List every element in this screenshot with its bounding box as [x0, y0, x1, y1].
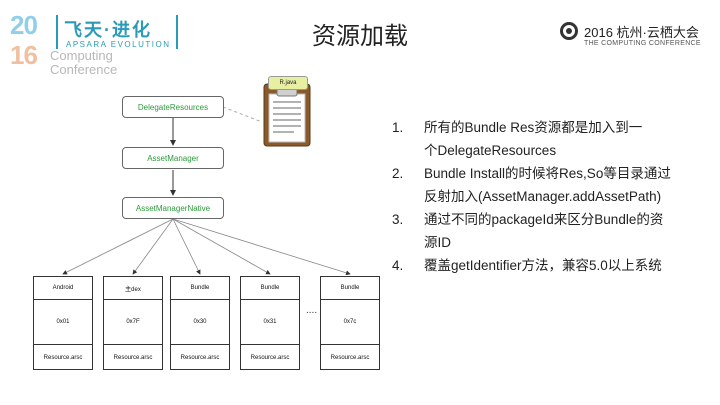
node-asset-manager-native: AssetManagerNative: [122, 197, 224, 219]
conference-mark-icon: [560, 22, 578, 40]
column-package-id: 0x31: [241, 300, 299, 345]
node-delegate-resources: DelegateResources: [122, 96, 224, 118]
arrow-native-to-bundle-31: [172, 218, 271, 275]
logo-year-bottom: 16: [10, 40, 38, 70]
conference-subtitle: THE COMPUTING CONFERENCE: [584, 40, 701, 47]
column-header: Bundle: [321, 277, 379, 300]
resource-column-android: Android 0x01 Resource.arsc: [33, 276, 93, 370]
list-line: 通过不同的packageId来区分Bundle的资: [424, 212, 664, 227]
list-number: 4.: [392, 258, 404, 273]
list-number: 3.: [392, 212, 404, 227]
logo-brackets: [56, 15, 178, 49]
list-item: 4. 覆盖getIdentifier方法，兼容5.0以上系统: [392, 254, 702, 277]
list-line: 反射加入(AssetManager.addAssetPath): [424, 189, 662, 204]
apsara-evolution-logo: 20 16 飞天·进化 APSARA EVOLUTION Computing C…: [10, 10, 190, 77]
column-header: 主dex: [104, 277, 162, 300]
resource-column-bundle-31: Bundle 0x31 Resource.arsc: [240, 276, 300, 370]
logo-year-top: 20: [10, 10, 38, 40]
column-file: Resource.arsc: [330, 355, 370, 361]
column-package-id: 0x7c: [321, 300, 379, 345]
arrow-native-to-bundle-30: [172, 218, 201, 275]
list-line: 源ID: [424, 235, 451, 250]
slide-title: 资源加载: [312, 23, 408, 50]
column-header: Bundle: [241, 277, 299, 300]
arrow-native-to-bundle-7c: [172, 218, 351, 276]
logo-evolution-cn: 飞天·进化: [64, 20, 152, 40]
column-package-id: 0x30: [171, 300, 229, 345]
column-package-id: 0x01: [34, 300, 92, 345]
column-file: Resource.arsc: [113, 355, 153, 361]
ellipsis: ....: [306, 305, 318, 316]
explanation-list: 1. 所有的Bundle Res资源都是加入到一 个DelegateResour…: [392, 116, 702, 277]
clipboard-icon: [263, 83, 311, 147]
dashed-link-rjava: [222, 106, 263, 123]
resource-column-bundle-30: Bundle 0x30 Resource.arsc: [170, 276, 230, 370]
list-number: 2.: [392, 166, 404, 181]
column-file: Resource.arsc: [180, 355, 220, 361]
column-header: Android: [34, 277, 92, 300]
logo-evolution-en: APSARA EVOLUTION: [66, 40, 171, 49]
node-asset-manager: AssetManager: [122, 147, 224, 169]
computing-conference-logo: 2016 杭州·云栖大会 THE COMPUTING CONFERENCE: [560, 20, 720, 60]
arrow-native-to-maindex: [132, 218, 174, 275]
list-item: 2. Bundle Install的时候将Res,So等目录通过 反射加入(As…: [392, 162, 702, 208]
list-number: 1.: [392, 120, 404, 135]
column-file: Resource.arsc: [43, 355, 83, 361]
arrow-native-to-android: [62, 218, 174, 275]
resource-column-maindex: 主dex 0x7F Resource.arsc: [103, 276, 163, 370]
column-header: Bundle: [171, 277, 229, 300]
list-item: 1. 所有的Bundle Res资源都是加入到一 个DelegateResour…: [392, 116, 702, 162]
logo-computing: Computing: [50, 48, 113, 63]
list-line: 个DelegateResources: [424, 143, 557, 158]
list-line: Bundle Install的时候将Res,So等目录通过: [424, 166, 671, 181]
rjava-label: R.java: [268, 76, 308, 90]
resource-column-bundle-7c: Bundle 0x7c Resource.arsc: [320, 276, 380, 370]
list-line: 覆盖getIdentifier方法，兼容5.0以上系统: [424, 258, 662, 273]
list-line: 所有的Bundle Res资源都是加入到一: [424, 120, 643, 135]
column-file: Resource.arsc: [250, 355, 290, 361]
column-package-id: 0x7F: [104, 300, 162, 345]
conference-title: 2016 杭州·云栖大会: [584, 25, 699, 40]
list-item: 3. 通过不同的packageId来区分Bundle的资 源ID: [392, 208, 702, 254]
logo-conference: Conference: [50, 62, 118, 77]
